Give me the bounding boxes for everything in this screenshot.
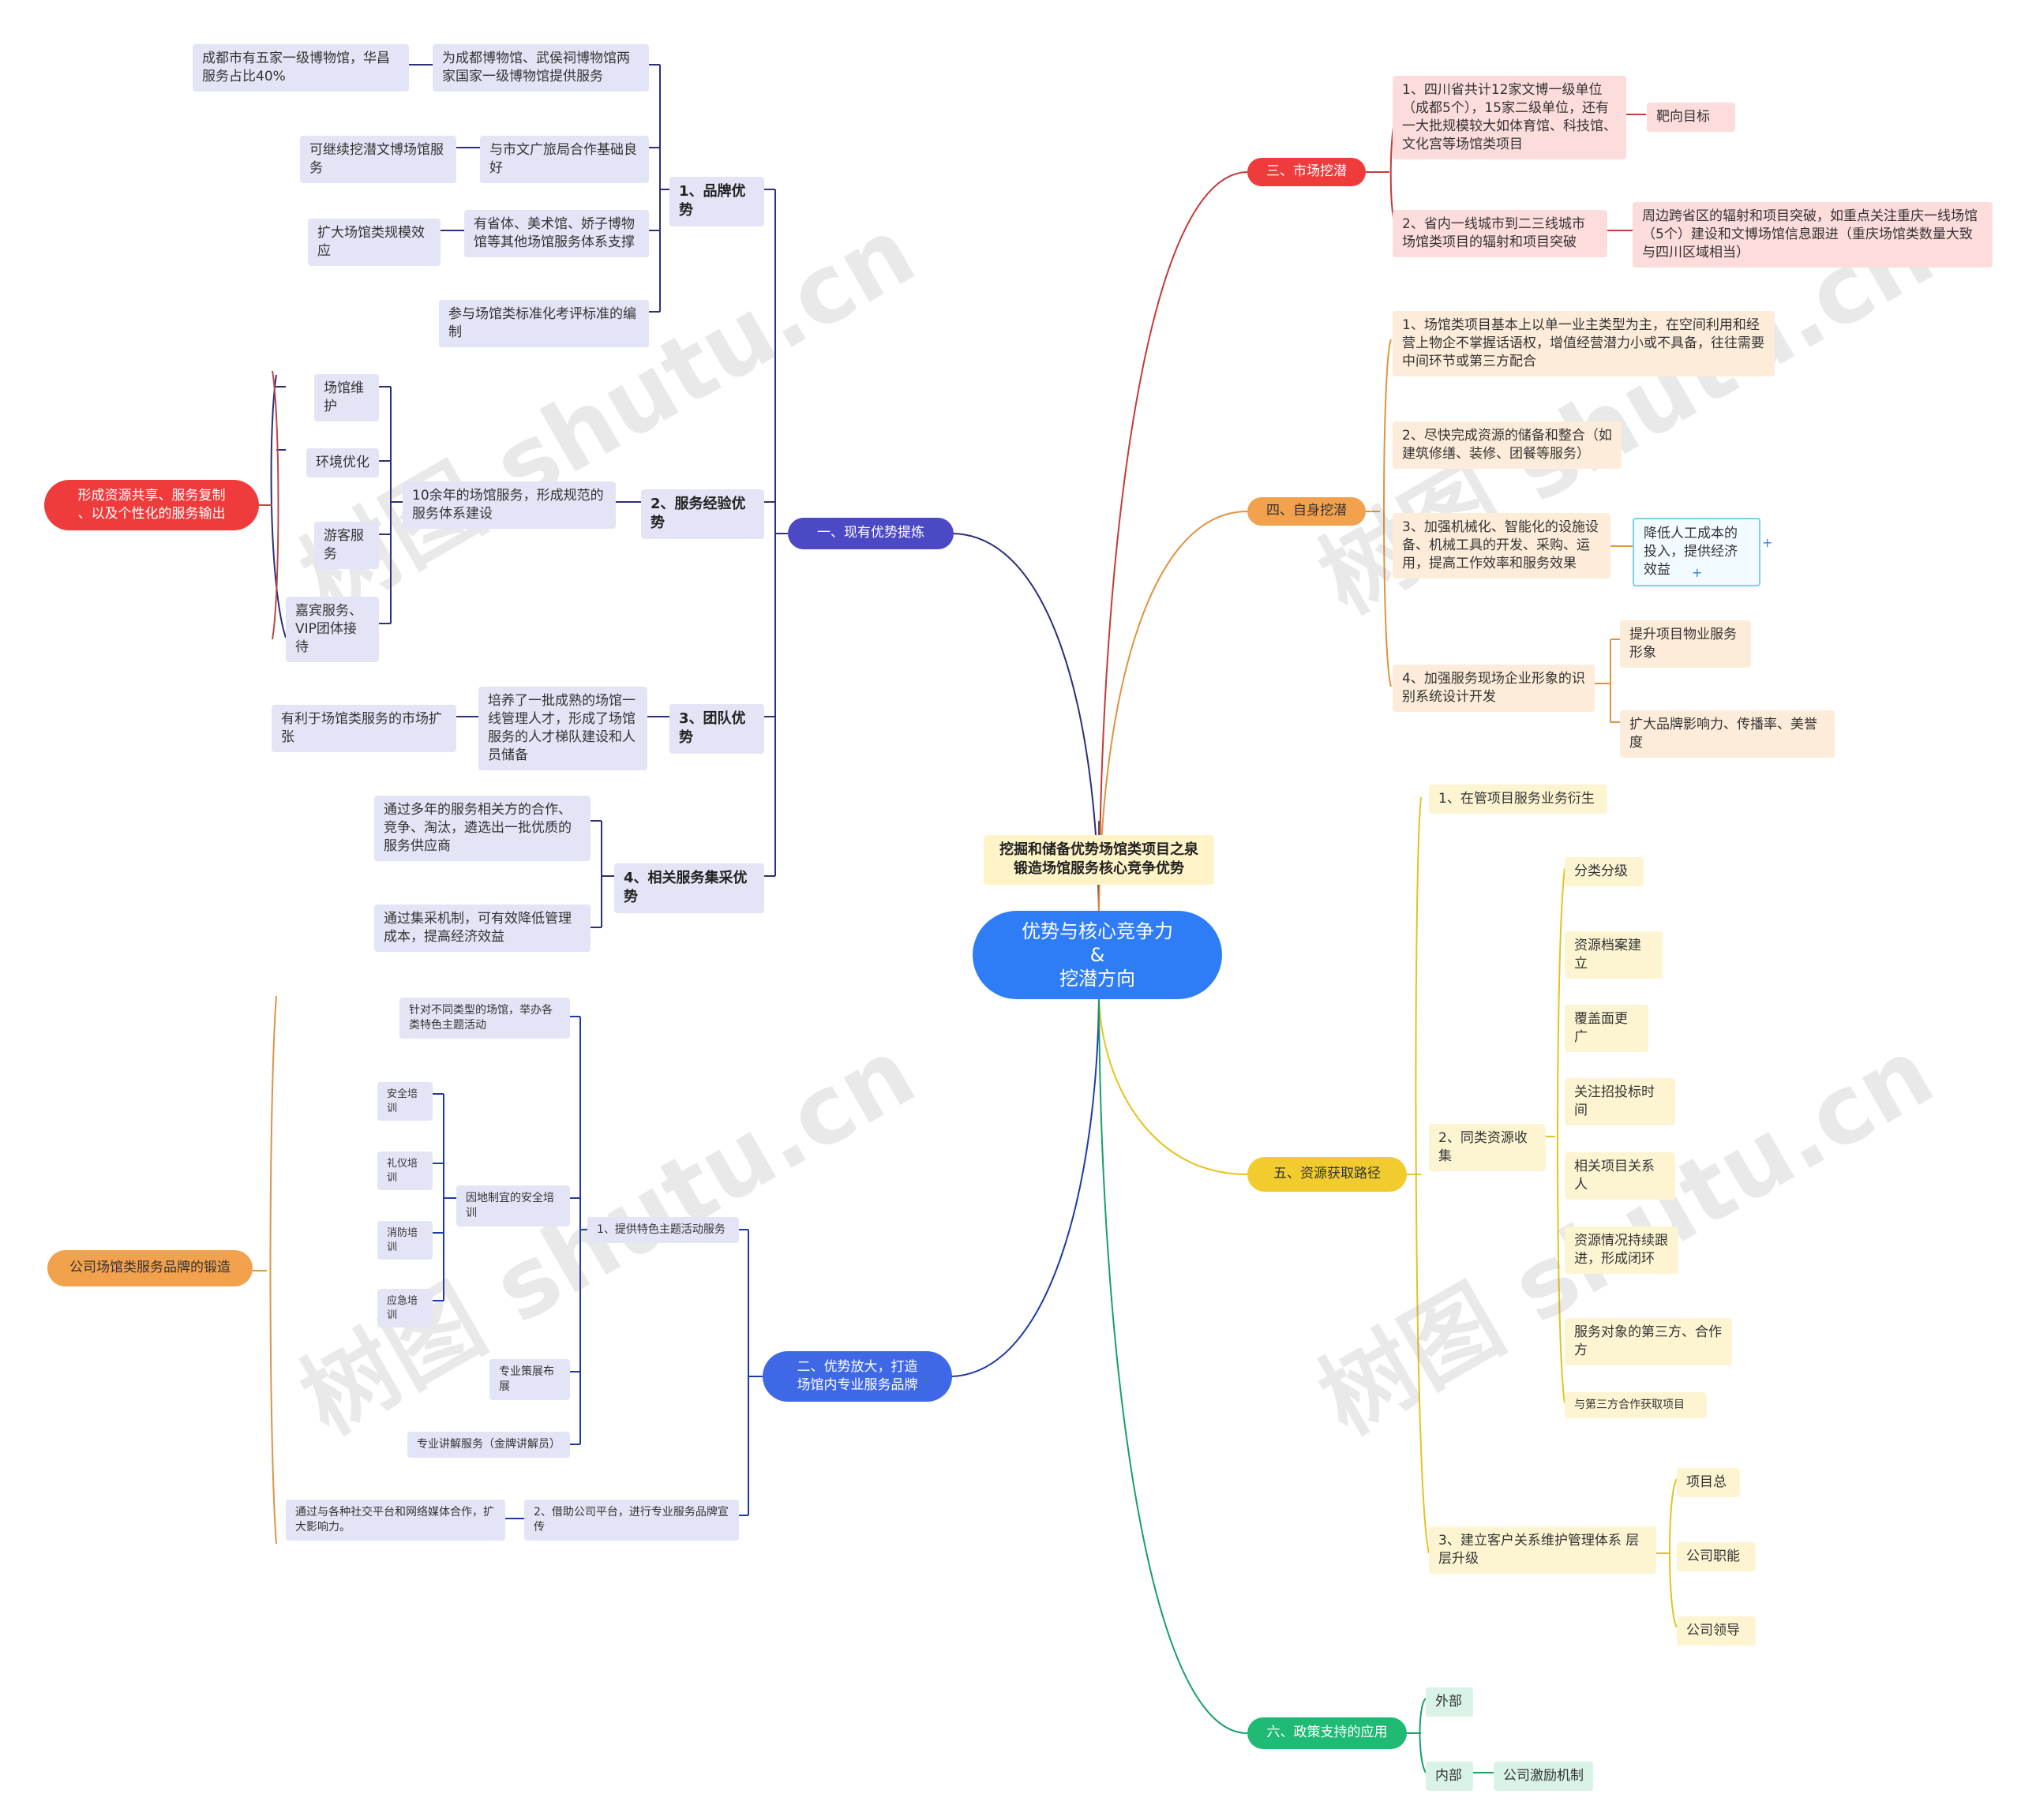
market-item-2[interactable]: 2、省内一线城市到二三线城市场馆类项目的辐射和项目突破: [1393, 210, 1607, 258]
self-brand-leaf-1[interactable]: 提升项目物业服务形象: [1620, 620, 1751, 668]
platform-leaf[interactable]: 通过与各种社交平台和网络媒体合作，扩大影响力。: [286, 1500, 505, 1541]
brand-leaf-1[interactable]: 成都市有五家一级博物馆，华昌服务占比40%: [193, 44, 409, 92]
procurement-item-2[interactable]: 通过集采机制，可有效降低管理成本，提高经济效益: [374, 904, 591, 953]
service-summary[interactable]: 形成资源共享、服务复制 、以及个性化的服务输出: [44, 480, 259, 530]
collect-archive[interactable]: 资源档案建立: [1565, 931, 1663, 979]
training-fire[interactable]: 消防培训: [377, 1221, 433, 1260]
market-leaf-cross-region[interactable]: 周边跨省区的辐射和项目突破，如重点关注重庆一线场馆（5个）建设和文博场馆信息跟进…: [1633, 202, 1993, 268]
service-advantage[interactable]: 2、服务经验优势: [641, 489, 764, 539]
policy-internal[interactable]: 内部: [1426, 1762, 1473, 1792]
theme-activity-service[interactable]: 1、提供特色主题活动服务: [587, 1217, 739, 1244]
map-title: 挖掘和储备优势场馆类项目之泉 锻造场馆服务核心竞争优势: [984, 835, 1214, 885]
brand-item-4[interactable]: 参与场馆类标准化考评标准的编制: [439, 300, 649, 348]
procurement-item-1[interactable]: 通过多年的服务相关方的合作、竞争、淘汰，遴选出一批优质的服务供应商: [374, 796, 591, 862]
brand-advantage[interactable]: 1、品牌优势: [669, 177, 764, 227]
service-item[interactable]: 10余年的场馆服务，形成规范的服务体系建设: [403, 481, 616, 530]
branch-policy-support[interactable]: 六、政策支持的应用: [1247, 1717, 1407, 1749]
branch-market-potential[interactable]: 三、市场挖潜: [1247, 158, 1366, 186]
theme-item-exhibition[interactable]: 专业策展布展: [489, 1359, 570, 1401]
team-advantage[interactable]: 3、团队优势: [669, 704, 764, 754]
expand-plus-icon[interactable]: +: [1692, 565, 1703, 580]
level-company-leader[interactable]: 公司领导: [1677, 1616, 1756, 1646]
brand-forging-summary[interactable]: 公司场馆类服务品牌的锻造: [47, 1250, 253, 1286]
market-item-1[interactable]: 1、四川省共计12家文博一级单位（成都5个），15家二级单位，还有一大批规模较大…: [1393, 76, 1626, 160]
collect-followup[interactable]: 资源情况持续跟进，形成闭环: [1565, 1226, 1678, 1275]
self-cost-reduction[interactable]: 降低人工成本的投入，提供经济效益: [1633, 518, 1760, 587]
brand-item-1[interactable]: 为成都博物馆、武侯祠博物馆两家国家一级博物馆提供服务: [433, 44, 649, 92]
branch-existing-advantages[interactable]: 一、现有优势提炼: [788, 518, 954, 549]
resource-item-1[interactable]: 1、在管项目服务业务衍生: [1429, 785, 1607, 815]
branch-resource-paths[interactable]: 五、资源获取路径: [1247, 1157, 1407, 1192]
theme-item-activities[interactable]: 针对不同类型的场馆，举办各类特色主题活动: [399, 998, 570, 1039]
procurement-advantage[interactable]: 4、相关服务集采优势: [614, 863, 764, 913]
training-etiquette[interactable]: 礼仪培训: [377, 1152, 433, 1191]
policy-incentive[interactable]: 公司激励机制: [1494, 1762, 1593, 1792]
service-leaf-vip[interactable]: 嘉宾服务、 VIP团体接待: [286, 597, 379, 663]
collect-cooperation[interactable]: 与第三方合作获取项目: [1565, 1392, 1707, 1419]
level-project-head[interactable]: 项目总: [1677, 1468, 1740, 1498]
brand-item-3[interactable]: 有省体、美术馆、娇子博物馆等其他场馆服务体系支撑: [464, 210, 649, 258]
service-leaf-visitor[interactable]: 游客服务: [314, 522, 379, 570]
central-topic[interactable]: 优势与核心竞争力 & 挖潜方向: [973, 911, 1222, 999]
platform-promotion[interactable]: 2、借助公司平台，进行专业服务品牌宣传: [524, 1500, 739, 1541]
self-brand-leaf-2[interactable]: 扩大品牌影响力、传播率、美誉度: [1620, 710, 1835, 758]
brand-leaf-2[interactable]: 可继续挖潜文博场馆服务: [300, 136, 456, 184]
resource-item-2[interactable]: 2、同类资源收集: [1429, 1124, 1546, 1172]
self-item-3[interactable]: 3、加强机械化、智能化的设施设备、机械工具的开发、采购、运用，提高工作效率和服务…: [1393, 513, 1610, 579]
collect-bidding[interactable]: 关注招投标时间: [1565, 1078, 1675, 1126]
team-item[interactable]: 培养了一批成熟的场馆一线管理人才，形成了场馆服务的人才梯队建设和人员储备: [478, 687, 647, 771]
collect-contacts[interactable]: 相关项目关系人: [1565, 1152, 1675, 1200]
theme-item-guide[interactable]: 专业讲解服务（金牌讲解员）: [407, 1432, 570, 1459]
brand-leaf-3[interactable]: 扩大场馆类规模效应: [308, 219, 441, 267]
collect-third-party[interactable]: 服务对象的第三方、合作方: [1565, 1318, 1732, 1366]
training-emergency[interactable]: 应急培训: [377, 1289, 433, 1328]
policy-external[interactable]: 外部: [1426, 1687, 1473, 1717]
self-item-4[interactable]: 4、加强服务现场企业形象的识别系统设计开发: [1393, 665, 1595, 713]
service-leaf-environment[interactable]: 环境优化: [306, 448, 379, 478]
theme-item-safety-training[interactable]: 因地制宜的安全培训: [456, 1185, 570, 1227]
expand-plus-icon[interactable]: +: [1762, 535, 1773, 550]
collect-classify[interactable]: 分类分级: [1565, 857, 1644, 887]
branch-amplify-advantages[interactable]: 二、优势放大，打造 场馆内专业服务品牌: [763, 1351, 952, 1402]
resource-item-3[interactable]: 3、建立客户关系维护管理体系 层层升级: [1429, 1526, 1656, 1575]
service-leaf-maintenance[interactable]: 场馆维护: [314, 374, 379, 422]
team-leaf[interactable]: 有利于场馆类服务的市场扩张: [272, 705, 456, 753]
self-item-1[interactable]: 1、场馆类项目基本上以单一业主类型为主，在空间利用和经营上物企不掌握话语权，增值…: [1393, 311, 1775, 377]
self-item-2[interactable]: 2、尽快完成资源的储备和整合（如建筑修缮、装修、团餐等服务）: [1393, 421, 1622, 470]
level-company-function[interactable]: 公司职能: [1677, 1542, 1756, 1572]
collect-coverage[interactable]: 覆盖面更广: [1565, 1005, 1648, 1053]
training-safety[interactable]: 安全培训: [377, 1082, 433, 1122]
market-leaf-target[interactable]: 靶向目标: [1647, 103, 1735, 133]
brand-item-2[interactable]: 与市文广旅局合作基础良好: [480, 136, 649, 184]
branch-self-potential[interactable]: 四、自身挖潜: [1247, 497, 1366, 526]
